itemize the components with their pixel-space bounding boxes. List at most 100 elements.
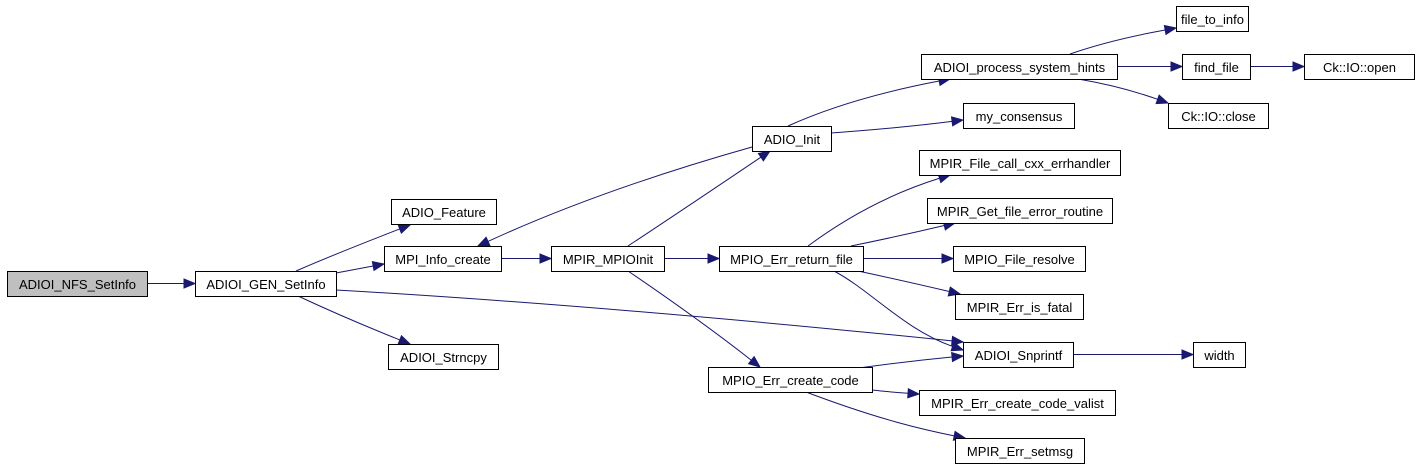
node-nfs-setinfo[interactable]: ADIOI_NFS_SetInfo	[7, 271, 148, 297]
node-label[interactable]: file_to_info	[1181, 12, 1244, 27]
node-box[interactable]	[384, 246, 502, 272]
node-label[interactable]: ADIOI_Strncpy	[400, 350, 487, 365]
node-ck-io-open[interactable]: Ck::IO::open	[1304, 54, 1415, 80]
arrowhead-icon	[950, 341, 965, 352]
node-label[interactable]: MPIO_Err_create_code	[722, 373, 859, 388]
node-label[interactable]: ADIO_Feature	[402, 205, 486, 220]
node-box[interactable]	[1168, 103, 1269, 129]
edge-mpir_mpioinit-to-mpio_err_return_file	[664, 253, 721, 264]
node-find-file[interactable]: find_file	[1182, 54, 1251, 80]
node-box[interactable]	[919, 150, 1121, 176]
node-box[interactable]	[919, 390, 1116, 416]
node-box[interactable]	[391, 199, 497, 225]
node-box[interactable]	[1182, 54, 1251, 80]
node-label[interactable]: MPI_Info_create	[395, 252, 490, 267]
node-label[interactable]: MPIR_Err_create_code_valist	[931, 396, 1104, 411]
node-label[interactable]: MPIR_MPIOInit	[563, 252, 654, 267]
edge-line	[1077, 78, 1158, 100]
node-box[interactable]	[927, 198, 1113, 224]
node-label[interactable]: MPIO_Err_return_file	[730, 252, 853, 267]
node-adioi-snprintf[interactable]: ADIOI_Snprintf	[963, 342, 1074, 368]
edge-line	[627, 270, 752, 361]
node-label[interactable]: ADIO_Init	[764, 132, 821, 147]
node-box[interactable]	[955, 438, 1085, 464]
arrowhead-icon	[539, 253, 553, 264]
node-label[interactable]: MPIR_Get_file_error_routine	[937, 204, 1103, 219]
edge-mpir_mpioinit-to-mpio_err_create_code	[627, 270, 762, 368]
edge-line	[335, 289, 953, 342]
node-create-code-valist[interactable]: MPIR_Err_create_code_valist	[919, 390, 1116, 416]
arrowhead-icon	[1181, 349, 1195, 360]
node-mpio-err-return-file[interactable]: MPIO_Err_return_file	[719, 246, 864, 272]
node-label[interactable]: ADIOI_process_system_hints	[934, 60, 1106, 75]
node-box[interactable]	[963, 103, 1075, 129]
edge-process_system_hints-to-ck_io_close	[1077, 78, 1170, 105]
node-label[interactable]: ADIOI_NFS_SetInfo	[19, 277, 136, 292]
node-process-system-hints[interactable]: ADIOI_process_system_hints	[921, 54, 1118, 80]
node-label[interactable]: MPIR_Err_setmsg	[967, 444, 1073, 459]
node-box[interactable]	[708, 367, 873, 393]
node-box[interactable]	[953, 246, 1086, 272]
arrowhead-icon	[476, 236, 491, 247]
node-box[interactable]	[955, 294, 1084, 320]
node-box[interactable]	[963, 342, 1074, 368]
node-label[interactable]: MPIR_File_call_cxx_errhandler	[930, 156, 1111, 171]
node-label[interactable]: MPIO_File_resolve	[964, 252, 1075, 267]
edge-adio_init-to-my_consensus	[830, 116, 965, 134]
node-adio-init[interactable]: ADIO_Init	[752, 126, 832, 152]
edge-line	[297, 295, 400, 341]
node-ck-io-close[interactable]: Ck::IO::close	[1168, 103, 1269, 129]
edge-line	[335, 265, 374, 274]
edge-gen_setinfo-to-adioi_strncpy	[297, 295, 412, 345]
edge-line	[787, 80, 940, 127]
node-box[interactable]	[551, 246, 665, 272]
edge-mpio_err_return_file-to-mpir_err_is_fatal	[857, 270, 962, 297]
arrowhead-icon	[397, 334, 412, 345]
arrowhead-icon	[1163, 24, 1178, 36]
node-box[interactable]	[388, 344, 499, 370]
node-width[interactable]: width	[1193, 342, 1246, 368]
node-box[interactable]	[921, 54, 1118, 80]
node-label[interactable]: Ck::IO::close	[1181, 109, 1255, 124]
node-mpir-err-is-fatal[interactable]: MPIR_Err_is_fatal	[955, 294, 1084, 320]
arrowhead-icon	[747, 355, 762, 368]
node-label[interactable]: MPIR_Err_is_fatal	[967, 300, 1073, 315]
node-box[interactable]	[1176, 6, 1249, 32]
node-adioi-strncpy[interactable]: ADIOI_Strncpy	[388, 344, 499, 370]
node-label[interactable]: my_consensus	[976, 109, 1063, 124]
node-gen-setinfo[interactable]: ADIOI_GEN_SetInfo	[195, 271, 337, 297]
arrowhead-icon	[951, 351, 965, 363]
edge-process_system_hints-to-file_to_info	[1069, 24, 1178, 55]
node-label[interactable]: ADIOI_GEN_SetInfo	[206, 277, 325, 292]
node-box[interactable]	[195, 271, 337, 297]
edge-find_file-to-ck_io_open	[1250, 61, 1306, 72]
node-get-file-error-routine[interactable]: MPIR_Get_file_error_routine	[927, 198, 1113, 224]
arrowhead-icon	[1170, 61, 1184, 72]
edge-line	[857, 270, 950, 292]
arrowhead-icon	[1292, 61, 1306, 72]
node-box[interactable]	[719, 246, 864, 272]
edge-gen_setinfo-to-adioi_snprintf	[335, 289, 965, 347]
node-label[interactable]: ADIOI_Snprintf	[975, 348, 1063, 363]
node-label[interactable]: Ck::IO::open	[1323, 60, 1396, 75]
edge-line	[807, 177, 940, 247]
node-mpir-mpioinit[interactable]: MPIR_MPIOInit	[551, 246, 665, 272]
node-mpir-err-setmsg[interactable]: MPIR_Err_setmsg	[955, 438, 1085, 464]
node-mpi-info-create[interactable]: MPI_Info_create	[384, 246, 502, 272]
node-box[interactable]	[752, 126, 832, 152]
arrowhead-icon	[1155, 94, 1170, 105]
edge-line	[805, 391, 955, 437]
edge-mpio_err_return_file-to-adioi_snprintf	[833, 270, 965, 352]
node-box[interactable]	[1193, 342, 1246, 368]
node-box[interactable]	[7, 271, 148, 297]
node-box[interactable]	[1304, 54, 1415, 80]
node-adio-feature[interactable]: ADIO_Feature	[391, 199, 497, 225]
node-mpio-file-resolve[interactable]: MPIO_File_resolve	[953, 246, 1086, 272]
node-label[interactable]: width	[1203, 348, 1234, 363]
node-call-cxx-errhandler[interactable]: MPIR_File_call_cxx_errhandler	[919, 150, 1121, 176]
node-mpio-err-create-code[interactable]: MPIO_Err_create_code	[708, 367, 873, 393]
node-my-consensus[interactable]: my_consensus	[963, 103, 1075, 129]
node-file-to-info[interactable]: file_to_info	[1176, 6, 1249, 32]
edge-process_system_hints-to-find_file	[1117, 61, 1184, 72]
node-label[interactable]: find_file	[1194, 60, 1239, 75]
